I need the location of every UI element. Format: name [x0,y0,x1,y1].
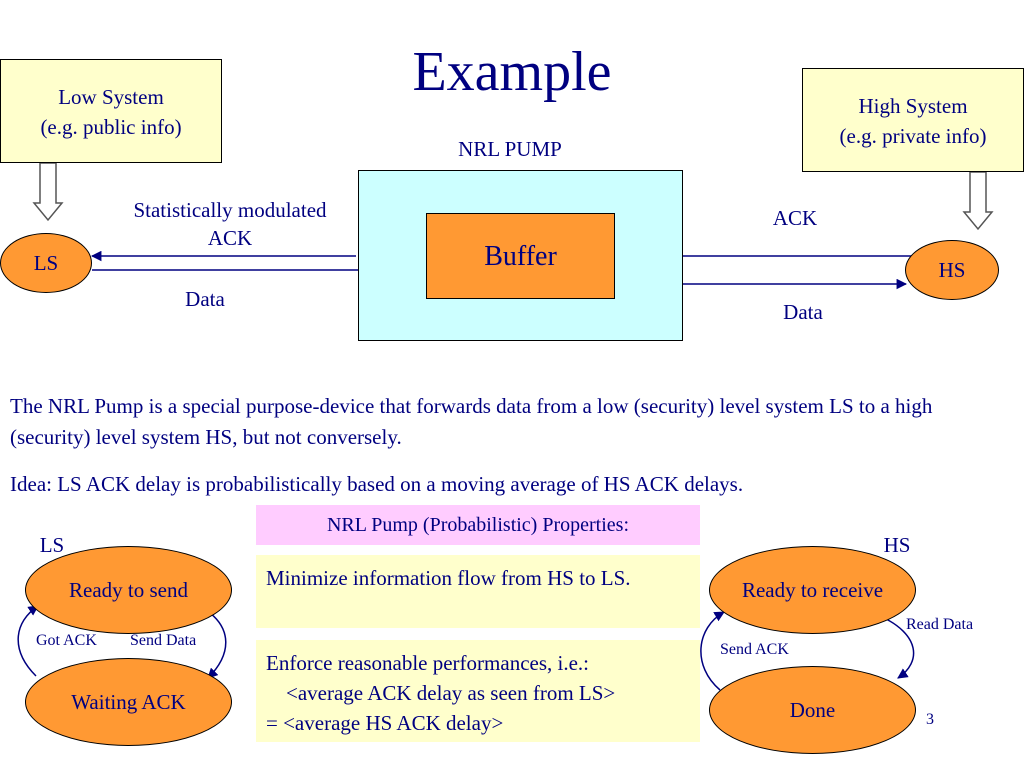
hs-node: HS [905,240,999,300]
property-item-1: Minimize information flow from HS to LS. [256,555,700,628]
right-ack-label: ACK [772,206,818,230]
ls-send-data-curve [205,609,227,679]
right-data-label: Data [783,300,823,324]
ls-got-ack-curve [17,605,39,677]
properties-header: NRL Pump (Probabilistic) Properties: [256,505,700,545]
high-system-box: High System (e.g. private info) [802,68,1024,172]
low-system-down-arrow [32,162,64,222]
ls-edge-got-ack-label: Got ACK [36,632,97,649]
description-paragraph: The NRL Pump is a special purpose-device… [10,394,933,449]
hs-edge-read-data-label: Read Data [906,616,974,633]
page-number: 3 [926,711,934,728]
ls-state-waiting-ack-label: Waiting ACK [71,689,186,714]
low-system-box: Low System (e.g. public info) [0,59,222,163]
hs-state-ready-to-receive: Ready to receive [709,546,916,634]
pump-label: NRL PUMP [458,137,562,161]
low-system-line2: (e.g. public info) [40,115,182,139]
left-ack-label-line2: ACK [207,226,253,250]
property-item-2-line3: = <average HS ACK delay> [266,711,504,735]
high-system-line1: High System [858,94,968,118]
buffer-box: Buffer [426,213,615,299]
hs-send-ack-curve [700,611,725,691]
idea-paragraph: Idea: LS ACK delay is probabilistically … [10,472,744,496]
hs-edge-send-ack-label: Send ACK [720,641,789,658]
hs-state-ready-to-receive-label: Ready to receive [741,577,884,602]
left-ack-label: Statistically modulated ACK [104,196,356,252]
ls-state-waiting-ack: Waiting ACK [25,658,232,746]
hs-machine-header: HS [883,533,911,557]
ls-node: LS [0,233,92,293]
ls-state-ready-to-send: Ready to send [25,546,232,634]
low-system-line1: Low System [58,85,164,109]
slide-title: Example [412,41,612,103]
left-ack-label-line1: Statistically modulated [133,198,327,222]
hs-node-label: HS [938,257,966,282]
hs-state-done-label: Done [789,697,836,722]
left-data-label: Data [185,287,225,311]
ls-machine-header: LS [39,533,65,557]
ls-node-label: LS [33,250,59,275]
ls-edge-send-data-label: Send Data [130,632,197,649]
high-system-down-arrow [962,171,994,231]
ls-state-ready-to-send-label: Ready to send [69,577,188,602]
property-item-2: Enforce reasonable performances, i.e.: <… [256,640,700,742]
high-system-line2: (e.g. private info) [839,124,987,148]
hs-read-data-curve [879,615,915,679]
property-item-2-line2: <average ACK delay as seen from LS> [286,681,616,705]
property-item-2-line1: Enforce reasonable performances, i.e.: [266,651,589,675]
hs-state-done: Done [709,666,916,754]
